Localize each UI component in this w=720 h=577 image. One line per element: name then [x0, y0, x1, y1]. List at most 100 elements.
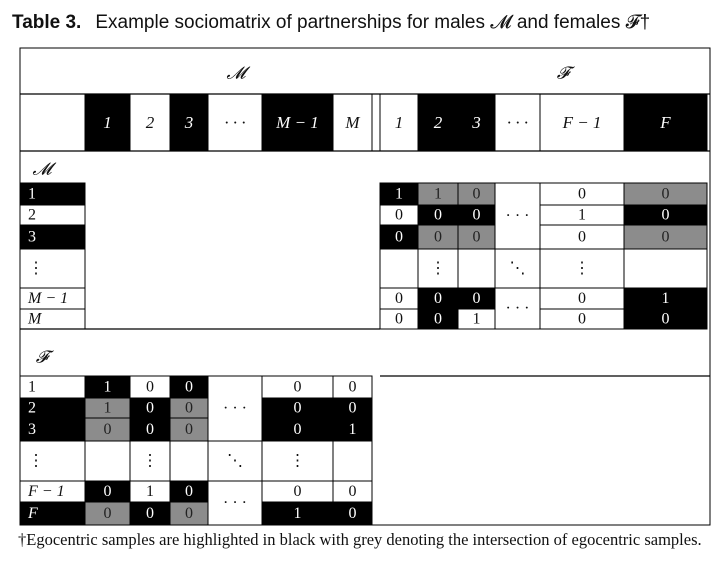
male-header-label: 2	[146, 113, 155, 132]
female-header-label: 1	[395, 113, 404, 132]
female-matrix-cell-value: 1	[294, 505, 302, 522]
male-header-label: M	[344, 113, 360, 132]
female-matrix-cell-value: 0	[294, 483, 302, 500]
female-matrix-cell-value: 0	[185, 483, 193, 500]
female-matrix-cell-value: ⋮	[290, 453, 306, 470]
male-matrix-cell-value: 0	[473, 186, 481, 203]
male-matrix-cell-value: 0	[434, 311, 442, 328]
female-header-label: F	[659, 113, 671, 132]
male-matrix-cell-value: 0	[434, 207, 442, 224]
male-matrix-ellipsis: ⋱	[510, 260, 526, 277]
male-matrix-cell-value: 0	[662, 311, 670, 328]
female-matrix-cell	[332, 440, 373, 482]
female-matrix-cell-value: 1	[104, 400, 112, 417]
male-header-label: · · ·	[224, 113, 245, 132]
male-group-header: 𝓜	[226, 64, 250, 83]
female-matrix-cell-value: 0	[349, 400, 357, 417]
female-rows-label: 𝓕	[36, 348, 55, 367]
male-matrix-cell-value: 0	[473, 290, 481, 307]
female-matrix-ellipsis-block	[207, 480, 263, 526]
female-matrix-cell-value: 0	[294, 400, 302, 417]
male-matrix-cell-value: ⋮	[574, 260, 590, 277]
female-row-label: F − 1	[27, 483, 65, 500]
female-matrix-cell-value: 0	[294, 379, 302, 396]
male-header-cell	[84, 93, 131, 152]
female-matrix-cell-value: 0	[294, 421, 302, 438]
male-matrix-cell	[379, 248, 419, 289]
female-matrix-cell-value: 0	[146, 379, 154, 396]
male-header-label: 3	[184, 113, 194, 132]
female-header-cell	[539, 93, 625, 152]
female-matrix-cell	[84, 440, 131, 482]
male-matrix-ellipsis-block	[494, 287, 541, 330]
male-matrix-ellipsis: · · ·	[506, 300, 530, 317]
female-matrix-cell-value: 1	[146, 483, 154, 500]
male-matrix-cell	[379, 224, 419, 250]
female-header-cell	[457, 93, 496, 152]
male-row-label-cell	[19, 224, 86, 250]
female-matrix-cell-value: 0	[185, 505, 193, 522]
male-matrix-cell-value: 0	[578, 290, 586, 307]
female-matrix-cell-value: 0	[349, 505, 357, 522]
female-group-header: 𝓕	[557, 64, 576, 83]
female-matrix-cell-value: 1	[349, 421, 357, 438]
male-row-label: 2	[28, 207, 36, 224]
female-matrix-cell	[169, 440, 209, 482]
female-matrix-cell-value: 0	[349, 483, 357, 500]
male-matrix-cell-value: 0	[434, 229, 442, 246]
male-row-label: 3	[28, 229, 36, 246]
female-matrix-ellipsis: · · ·	[223, 495, 247, 512]
female-matrix-cell-value: 0	[104, 483, 112, 500]
male-matrix-cell-value: 0	[578, 229, 586, 246]
female-header-label: F − 1	[562, 113, 602, 132]
female-header-label: 3	[471, 113, 481, 132]
female-matrix-ellipsis: ⋱	[227, 453, 243, 470]
male-matrix-cell-value: 0	[662, 207, 670, 224]
male-row-label: M	[27, 311, 43, 328]
female-matrix-ellipsis-block	[207, 375, 263, 442]
female-matrix-cell-value: 0	[104, 505, 112, 522]
female-matrix-cell-value: 0	[185, 421, 193, 438]
male-matrix-cell-value: 0	[434, 290, 442, 307]
male-rows-label: 𝓜	[32, 160, 56, 179]
female-matrix-cell-value: 0	[146, 421, 154, 438]
male-matrix-cell-value: 0	[578, 186, 586, 203]
female-matrix-cell-value: 0	[185, 379, 193, 396]
female-header-label: 2	[434, 113, 443, 132]
male-matrix-cell-value: 0	[395, 311, 403, 328]
female-header-cell	[379, 93, 419, 152]
female-matrix-cell-value: 1	[104, 379, 112, 396]
male-matrix-cell	[623, 248, 708, 289]
male-matrix-cell-value: 0	[473, 229, 481, 246]
female-matrix-cell-value: 0	[104, 421, 112, 438]
female-row-label: ⋮	[28, 453, 44, 470]
female-matrix-cell-value: ⋮	[142, 453, 158, 470]
footnote: †Egocentric samples are highlighted in b…	[18, 530, 702, 549]
male-matrix-ellipsis: · · ·	[506, 208, 530, 225]
male-header-label: M − 1	[275, 113, 319, 132]
female-matrix-cell-value: 0	[349, 379, 357, 396]
male-matrix-cell	[539, 224, 625, 250]
male-row-label: ⋮	[28, 260, 44, 277]
female-matrix-cell-value: 0	[185, 400, 193, 417]
female-row-label: 2	[28, 400, 36, 417]
male-matrix-cell	[623, 308, 708, 330]
male-matrix-cell-value: 1	[473, 311, 481, 328]
female-matrix-cell	[261, 440, 334, 482]
male-matrix-cell-value: 1	[434, 186, 442, 203]
male-matrix-cell-value: 1	[395, 186, 403, 203]
male-matrix-ellipsis-block	[494, 182, 541, 250]
table-label: Table 3.	[12, 12, 82, 33]
female-matrix-ellipsis-block	[207, 440, 263, 482]
male-matrix-cell-value: 0	[578, 311, 586, 328]
female-matrix-ellipsis: · · ·	[223, 400, 247, 417]
male-matrix-cell-value: ⋮	[430, 260, 446, 277]
male-matrix-cell	[457, 224, 496, 250]
female-row-label: F	[27, 505, 38, 522]
male-header-label: 1	[103, 113, 112, 132]
male-row-label: 1	[28, 186, 36, 203]
male-matrix-cell	[539, 248, 625, 289]
female-matrix-cell	[129, 440, 171, 482]
male-matrix-cell-value: 0	[395, 207, 403, 224]
